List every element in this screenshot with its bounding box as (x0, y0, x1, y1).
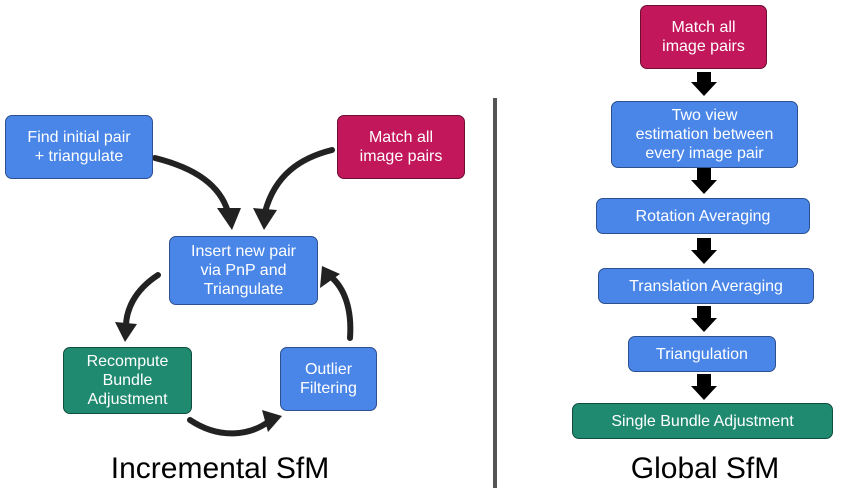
arrow-insert-to-recompute (122, 272, 161, 333)
translation-averaging-box: Translation Averaging (598, 268, 814, 304)
outlier-filtering-box: Outlier Filtering (280, 347, 377, 411)
global-match-all-box: Match all image pairs (640, 5, 767, 69)
arrow-global-3 (691, 238, 717, 264)
arrow-outlier-to-insert (327, 273, 354, 341)
two-view-estimation-box: Two view estimation between every image … (611, 101, 798, 168)
incremental-sfm-title: Incremental SfM (110, 452, 330, 485)
triangulation-box: Triangulation (628, 336, 776, 372)
arrowhead-insert-to-recompute (115, 322, 137, 342)
arrowhead-outlier-to-insert (320, 266, 340, 288)
arrow-global-2 (691, 168, 717, 194)
arrow-match-to-insert (262, 147, 335, 215)
arrow-global-5 (691, 374, 717, 400)
arrowhead-find-to-insert (217, 208, 241, 230)
global-sfm-title: Global SfM (630, 452, 780, 485)
single-bundle-adjustment-box: Single Bundle Adjustment (572, 403, 833, 439)
insert-new-pair-box: Insert new pair via PnP and Triangulate (169, 236, 318, 305)
find-initial-pair-box: Find initial pair + triangulate (5, 115, 153, 179)
rotation-averaging-box: Rotation Averaging (596, 198, 810, 234)
arrowhead-recompute-to-outlier (262, 410, 282, 432)
arrowhead-match-to-insert (253, 208, 277, 230)
arrow-global-4 (691, 306, 717, 332)
arrow-global-1 (691, 72, 717, 96)
arrow-find-to-insert (152, 155, 231, 215)
arrow-recompute-to-outlier (187, 417, 271, 437)
incremental-match-all-box: Match all image pairs (337, 115, 465, 179)
recompute-bundle-box: Recompute Bundle Adjustment (63, 347, 192, 414)
